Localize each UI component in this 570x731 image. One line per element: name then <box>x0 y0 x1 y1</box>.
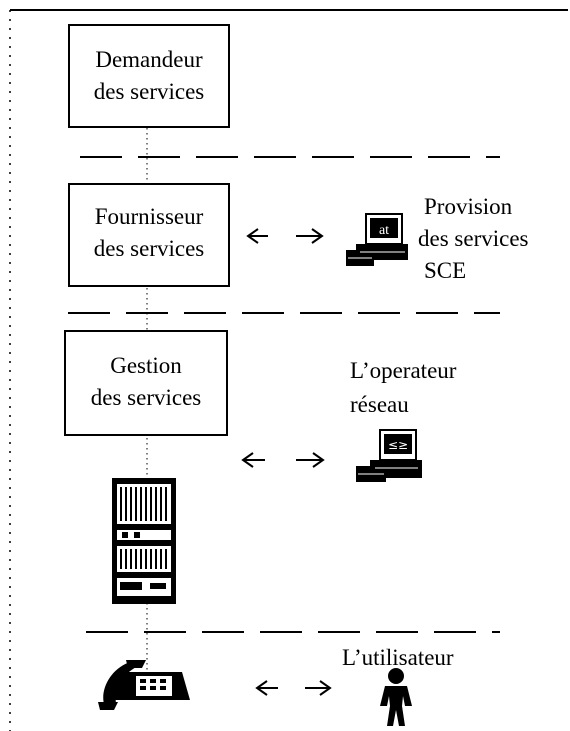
arrow-management-operator <box>241 452 325 468</box>
requester-line2: des services <box>93 79 205 104</box>
provision-label-line2: des services <box>418 226 529 251</box>
arrow-phone-user <box>255 680 332 696</box>
arrow-provider-provision <box>246 228 324 244</box>
provider-line1: Fournisseur <box>94 204 204 229</box>
server-rack-icon <box>112 478 176 604</box>
provision-label-line1: Provision <box>424 194 513 219</box>
requester-line1: Demandeur <box>95 47 203 72</box>
provision-workstation-icon: at <box>346 213 408 266</box>
requester-box: Demandeur des services <box>68 24 230 128</box>
operator-label-line2: réseau <box>350 392 409 417</box>
operator-screen-text: ≤≥ <box>388 438 408 452</box>
provider-box: Fournisseur des services <box>68 183 230 287</box>
user-person-icon <box>380 668 412 726</box>
management-box: Gestion des services <box>64 330 228 436</box>
management-line2: des services <box>90 385 202 410</box>
provision-label-line3: SCE <box>424 258 467 283</box>
operator-label-line1: L’operateur <box>350 358 457 383</box>
user-label: L’utilisateur <box>342 645 454 670</box>
telephone-icon <box>98 660 190 710</box>
management-line1: Gestion <box>110 353 182 378</box>
operator-workstation-icon: ≤≥ <box>356 429 422 482</box>
provision-screen-text: at <box>379 223 389 238</box>
provider-line2: des services <box>93 236 205 261</box>
